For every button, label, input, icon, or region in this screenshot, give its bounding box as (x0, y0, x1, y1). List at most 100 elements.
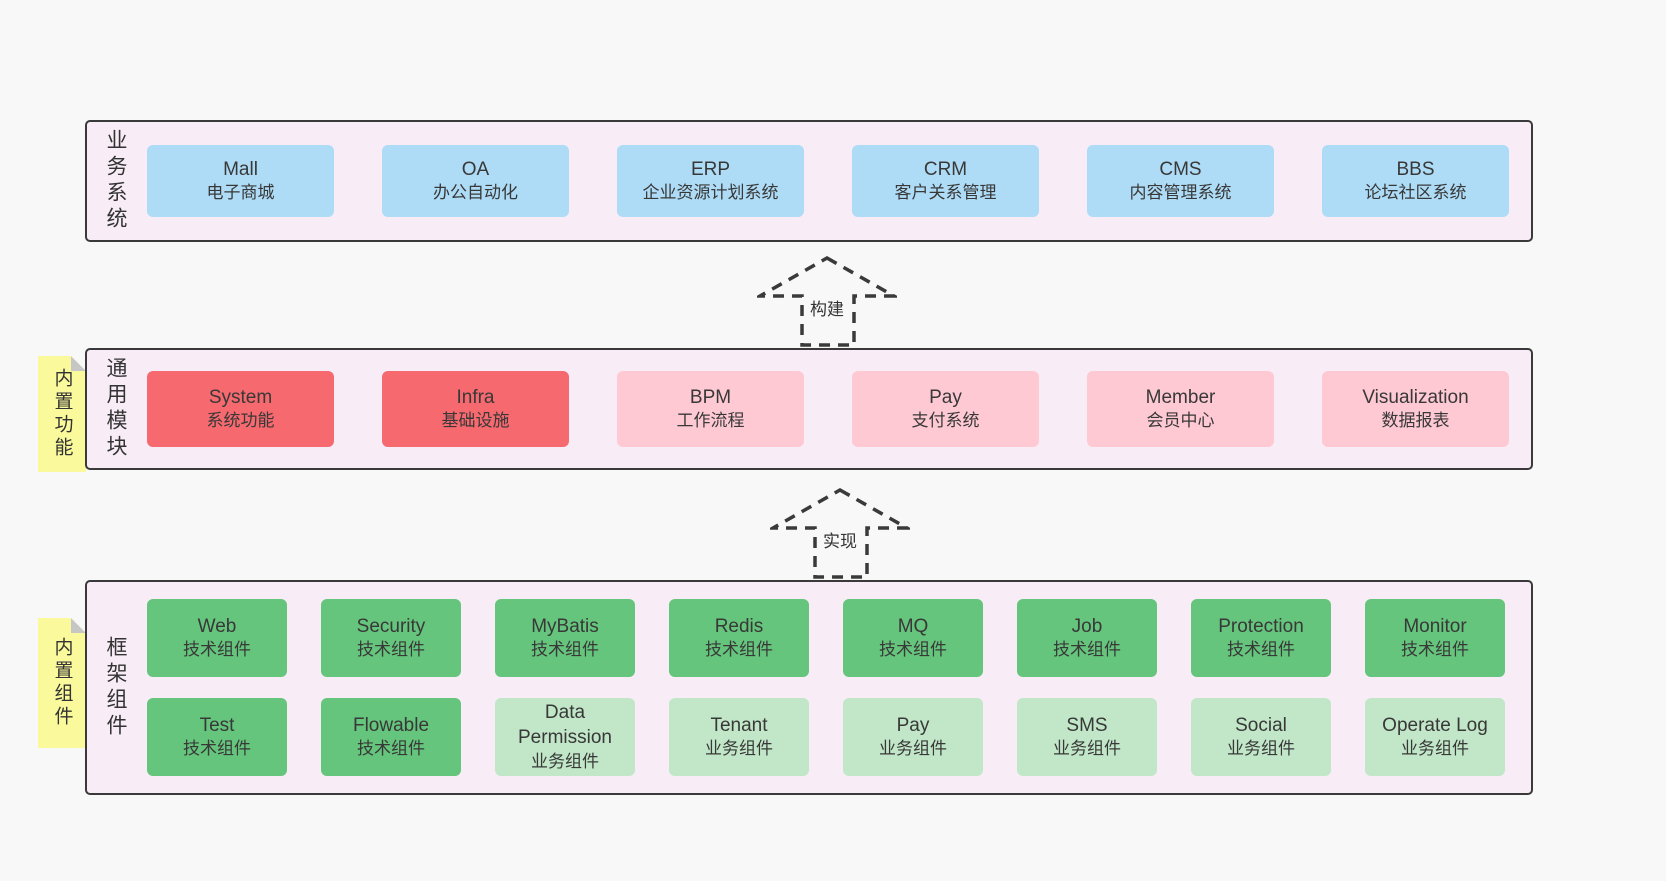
dashed-up-arrow-icon (770, 487, 910, 579)
box-subtitle: 技术组件 (357, 739, 425, 759)
box-title: Visualization (1362, 386, 1469, 408)
box-title: Member (1145, 386, 1216, 408)
layer-framework-components: 框架组件 Web 技术组件 Security 技术组件 MyBatis 技术组件… (85, 580, 1533, 795)
sticky-note-label: 内置功能 (51, 368, 73, 460)
box-subtitle: 基础设施 (441, 411, 510, 431)
dashed-up-arrow-icon (757, 255, 897, 347)
layer-business-systems: 业务系统 Mall 电子商城 OA 办公自动化 ERP 企业资源计划系统 CRM… (85, 120, 1533, 242)
box-title: CMS (1159, 158, 1202, 180)
box-visualization: Visualization 数据报表 (1322, 371, 1509, 447)
box-subtitle: 论坛社区系统 (1364, 183, 1467, 203)
box-subtitle: 系统功能 (206, 411, 275, 431)
box-flowable: Flowable 技术组件 (321, 698, 461, 776)
box-title: Pay (929, 386, 962, 408)
box-monitor: Monitor 技术组件 (1365, 599, 1505, 677)
box-title: SMS (1066, 714, 1108, 736)
box-subtitle: 会员中心 (1146, 411, 1215, 431)
components-row-1: Web 技术组件 Security 技术组件 MyBatis 技术组件 Redi… (147, 599, 1511, 677)
components-rows: Web 技术组件 Security 技术组件 MyBatis 技术组件 Redi… (147, 582, 1511, 793)
box-mq: MQ 技术组件 (843, 599, 983, 677)
box-title: Tenant (710, 714, 768, 736)
box-operate-log: Operate Log 业务组件 (1365, 698, 1505, 776)
box-subtitle: 办公自动化 (433, 183, 518, 203)
box-subtitle: 业务组件 (531, 751, 599, 771)
box-title: Social (1235, 714, 1287, 736)
box-title: OA (461, 158, 490, 180)
box-mybatis: MyBatis 技术组件 (495, 599, 635, 677)
sticky-note-built-in-components: 内置组件 (38, 618, 86, 748)
layer-label-business-systems: 业务系统 (104, 129, 127, 233)
box-crm: CRM 客户关系管理 (852, 145, 1039, 217)
box-subtitle: 企业资源计划系统 (642, 183, 779, 203)
box-subtitle: 技术组件 (1053, 640, 1121, 660)
box-data-permission: Data Permission 业务组件 (495, 698, 635, 776)
sticky-fold-icon (71, 356, 86, 371)
box-title: Operate Log (1382, 714, 1488, 736)
box-subtitle: 技术组件 (1227, 640, 1295, 660)
box-member: Member 会员中心 (1087, 371, 1274, 447)
box-title: Data Permission (518, 702, 612, 748)
box-tenant: Tenant 业务组件 (669, 698, 809, 776)
box-title: BBS (1396, 158, 1435, 180)
box-redis: Redis 技术组件 (669, 599, 809, 677)
box-title: Test (199, 714, 235, 736)
box-protection: Protection 技术组件 (1191, 599, 1331, 677)
box-web: Web 技术组件 (147, 599, 287, 677)
box-subtitle: 数据报表 (1381, 411, 1450, 431)
box-title: Job (1071, 615, 1103, 637)
box-pay-module: Pay 支付系统 (852, 371, 1039, 447)
box-title: Redis (714, 615, 764, 637)
arrow-label: 构建 (806, 295, 848, 320)
box-subtitle: 支付系统 (911, 411, 980, 431)
components-row-2: Test 技术组件 Flowable 技术组件 Data Permission … (147, 698, 1511, 776)
box-title: Protection (1218, 615, 1304, 637)
sticky-fold-icon (71, 618, 86, 633)
sticky-note-built-in-features: 内置功能 (38, 356, 86, 472)
box-test: Test 技术组件 (147, 698, 287, 776)
box-pay-component: Pay 业务组件 (843, 698, 983, 776)
box-subtitle: 技术组件 (531, 640, 599, 660)
box-erp: ERP 企业资源计划系统 (617, 145, 804, 217)
box-subtitle: 技术组件 (357, 640, 425, 660)
arrow-label: 实现 (819, 527, 861, 552)
arrow-up-implement: 实现 (770, 487, 910, 579)
box-subtitle: 业务组件 (1401, 739, 1469, 759)
box-cms: CMS 内容管理系统 (1087, 145, 1274, 217)
box-bpm: BPM 工作流程 (617, 371, 804, 447)
box-system: System 系统功能 (147, 371, 334, 447)
box-title: System (208, 386, 273, 408)
layer-label-framework-components: 框架组件 (104, 635, 127, 740)
box-subtitle: 技术组件 (183, 640, 251, 660)
sticky-note-label: 内置组件 (51, 637, 73, 729)
box-title: CRM (923, 158, 968, 180)
box-subtitle: 业务组件 (1227, 739, 1295, 759)
box-subtitle: 业务组件 (705, 739, 773, 759)
box-title: Web (197, 615, 237, 637)
box-bbs: BBS 论坛社区系统 (1322, 145, 1509, 217)
box-subtitle: 客户关系管理 (894, 183, 997, 203)
box-title: Mall (223, 158, 258, 180)
arrow-up-build: 构建 (757, 255, 897, 347)
box-title: Security (356, 615, 426, 637)
box-title: ERP (690, 158, 731, 180)
box-subtitle: 工作流程 (676, 411, 745, 431)
box-title: Infra (456, 386, 495, 408)
box-subtitle: 技术组件 (705, 640, 773, 660)
box-subtitle: 技术组件 (183, 739, 251, 759)
box-title: Flowable (352, 714, 430, 736)
box-infra: Infra 基础设施 (382, 371, 569, 447)
box-oa: OA 办公自动化 (382, 145, 569, 217)
box-title: MQ (897, 615, 929, 637)
layer-label-common-modules: 通用模块 (104, 357, 127, 461)
box-title: MyBatis (531, 615, 599, 637)
box-sms: SMS 业务组件 (1017, 698, 1157, 776)
box-social: Social 业务组件 (1191, 698, 1331, 776)
box-subtitle: 业务组件 (1053, 739, 1121, 759)
box-mall: Mall 电子商城 (147, 145, 334, 217)
layer-common-modules: 通用模块 System 系统功能 Infra 基础设施 BPM 工作流程 Pay… (85, 348, 1533, 470)
business-boxes-row: Mall 电子商城 OA 办公自动化 ERP 企业资源计划系统 CRM 客户关系… (147, 122, 1511, 240)
box-subtitle: 业务组件 (879, 739, 947, 759)
box-subtitle: 内容管理系统 (1129, 183, 1232, 203)
box-security: Security 技术组件 (321, 599, 461, 677)
